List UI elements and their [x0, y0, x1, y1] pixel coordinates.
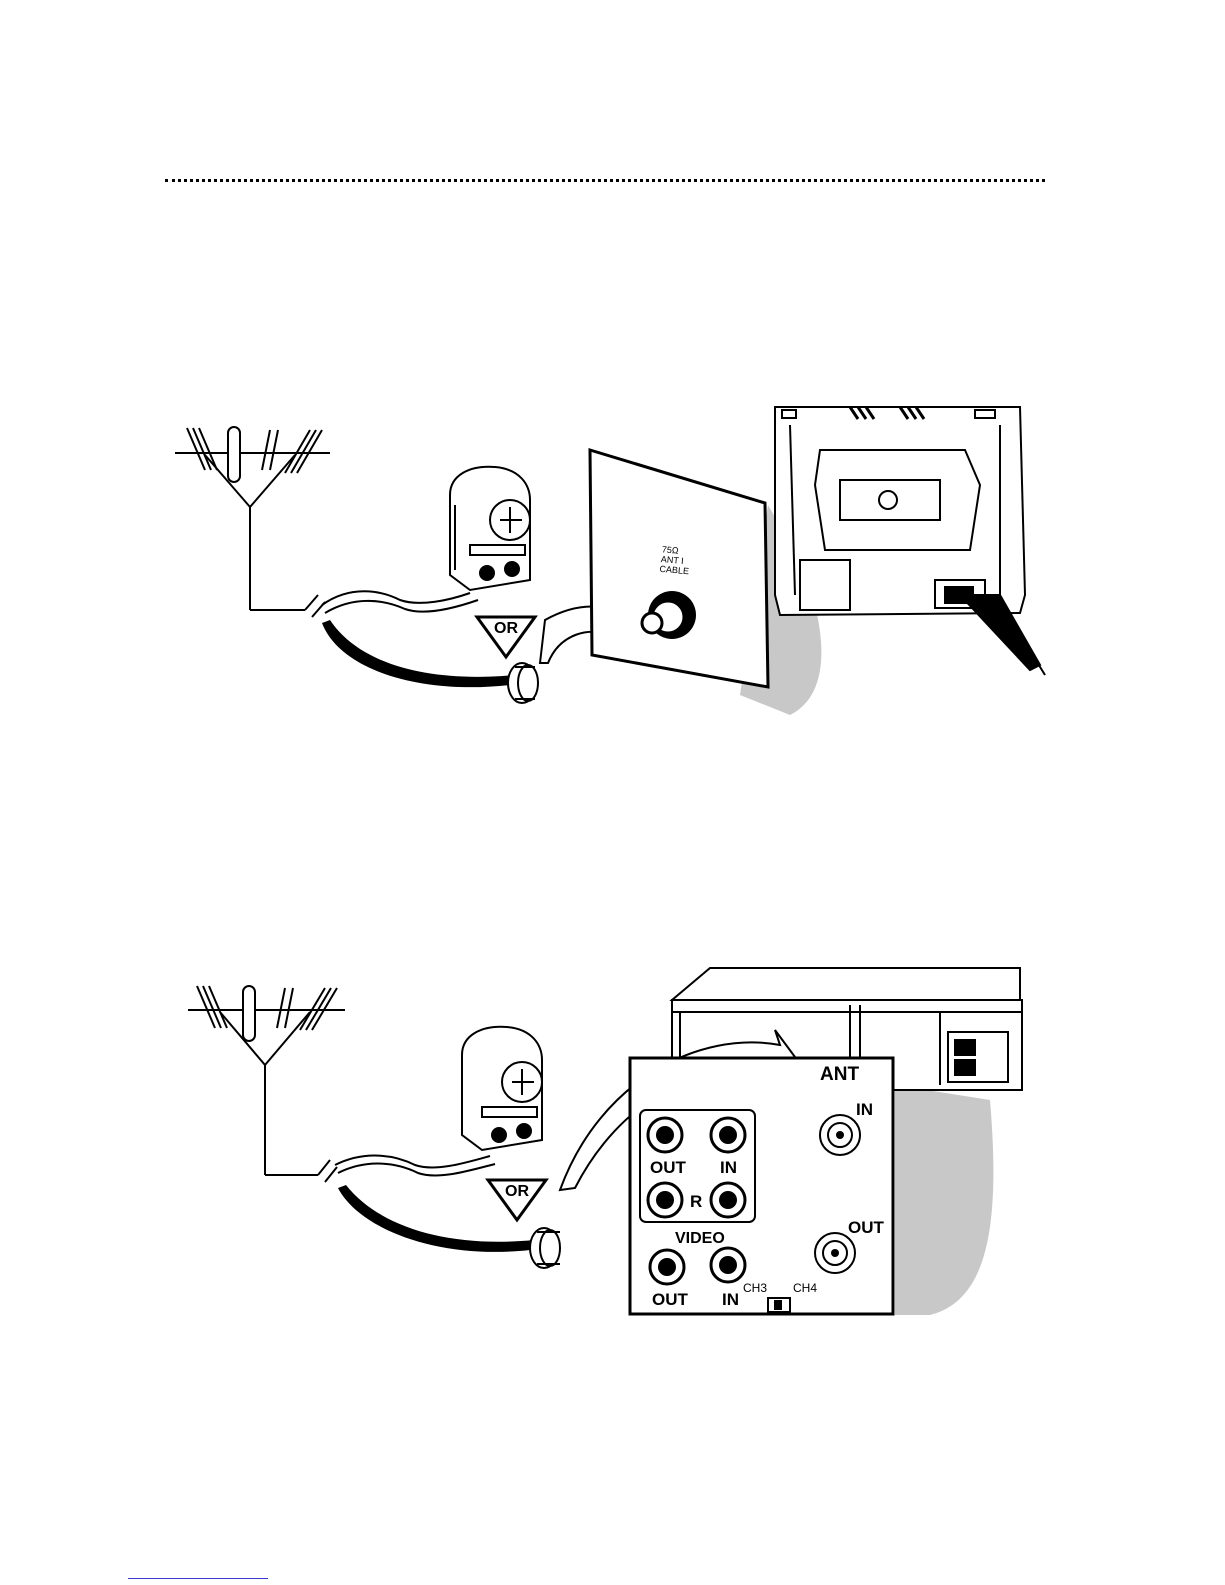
ant-in-label: IN [856, 1100, 873, 1119]
vcr-jack-panel: ANT IN OUT OUT IN R [630, 1058, 893, 1314]
antenna-icon [188, 986, 345, 1175]
svg-text:OR: OR [505, 1183, 529, 1200]
ant-out-label: OUT [848, 1218, 885, 1237]
video-in-label: IN [722, 1290, 739, 1309]
or-badge: OR [477, 617, 535, 657]
audio-in-label: IN [720, 1158, 737, 1177]
video-out-label: OUT [652, 1290, 689, 1309]
ant-in-jack [820, 1115, 860, 1155]
twin-lead-wire [305, 591, 478, 617]
ch4-label: CH4 [793, 1281, 817, 1295]
svg-text:OR: OR [494, 620, 518, 637]
audio-r-in-jack [711, 1183, 745, 1217]
channel-switch [768, 1298, 790, 1312]
video-label: VIDEO [675, 1230, 725, 1247]
twin-lead-wire [318, 1156, 495, 1182]
matching-transformer-icon [450, 467, 530, 590]
matching-transformer-icon [462, 1027, 542, 1150]
or-badge: OR [488, 1180, 546, 1220]
video-out-jack [650, 1250, 684, 1284]
video-in-jack [711, 1248, 745, 1282]
antenna-icon [175, 427, 330, 610]
audio-in-jack [711, 1118, 745, 1152]
audio-r-out-jack [648, 1183, 682, 1217]
panel-shadow [895, 1085, 993, 1315]
ant-label: ANT [820, 1064, 859, 1085]
tv-antenna-jack-panel: 75Ω ANT I CABLE [590, 450, 768, 687]
footer-link-underline [128, 1578, 268, 1579]
vcr-connection-diagram: OR ANT IN OUT [0, 960, 1225, 1330]
r-label: R [690, 1192, 702, 1211]
dotted-header-rule [165, 179, 1045, 182]
audio-out-label: OUT [650, 1158, 687, 1177]
ant-out-jack [815, 1233, 855, 1273]
tv-connection-diagram: OR 75Ω ANT I CABLE [0, 395, 1225, 725]
audio-out-jack [648, 1118, 682, 1152]
ch3-label: CH3 [743, 1281, 767, 1295]
